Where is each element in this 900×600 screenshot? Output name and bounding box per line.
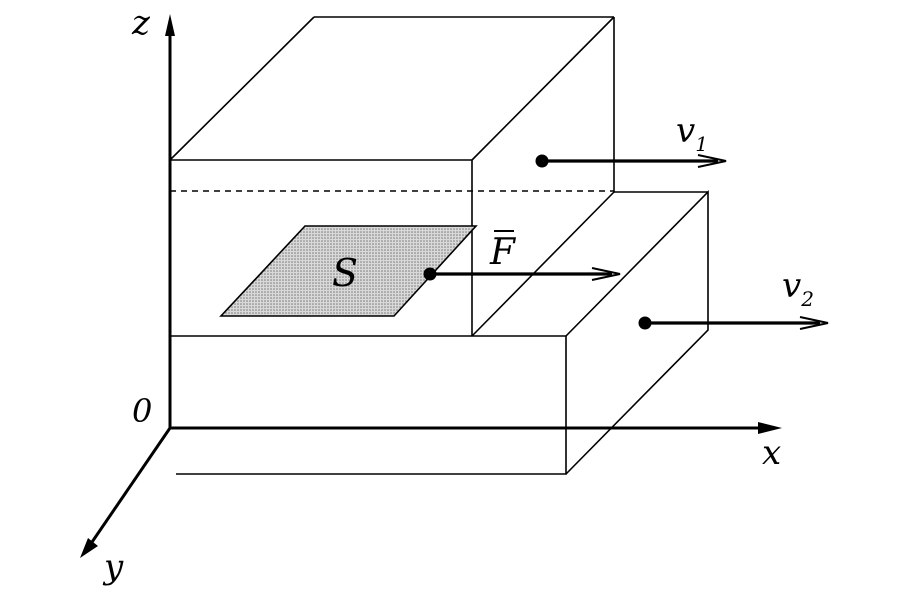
origin-label: 0: [132, 392, 152, 430]
velocity-v2-label: v2: [782, 266, 814, 311]
z-axis-arrowhead: [165, 14, 175, 36]
area-s-shaded: [219, 225, 478, 317]
velocity-v1-label: v1: [676, 111, 708, 156]
velocity-v1-symbol: v: [676, 111, 695, 151]
velocity-v2-symbol: v: [782, 266, 801, 306]
x-axis-label: x: [762, 433, 781, 473]
upper-layer-block: [169, 16, 615, 336]
force-f-arrow: [423, 267, 621, 281]
force-f-label: F: [489, 232, 517, 273]
velocity-v1-subscript: 1: [695, 132, 708, 156]
x-axis-arrowhead: [758, 422, 782, 434]
y-axis-label: y: [102, 547, 124, 587]
area-s-label: S: [332, 251, 358, 295]
velocity-v1-arrow: [535, 154, 727, 168]
y-axis-line: [88, 427, 172, 546]
lower-layer-block: [170, 190, 709, 475]
axes: [80, 14, 782, 558]
force-f-label-group: F: [489, 230, 517, 273]
velocity-v2-subscript: 2: [800, 287, 814, 311]
velocity-v2-arrow: [638, 316, 829, 330]
z-axis-label: z: [131, 3, 151, 43]
y-axis-arrowhead: [80, 538, 98, 558]
